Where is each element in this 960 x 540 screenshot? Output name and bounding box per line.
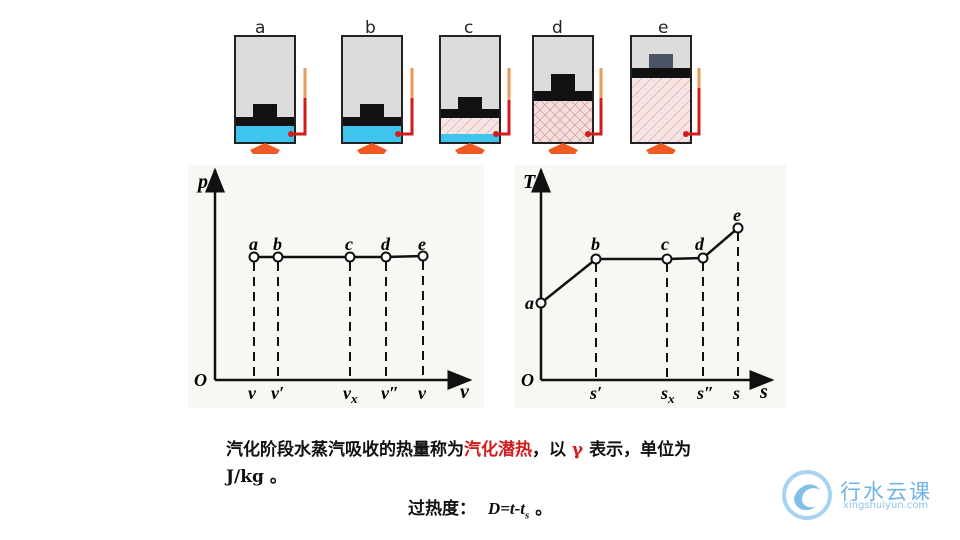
brand-logo-icon: [782, 470, 832, 520]
ts-tick-sx-sub: x: [667, 391, 675, 406]
ts-label-e: e: [733, 205, 741, 225]
ts-tick-sx: sx: [660, 383, 675, 406]
cylinder-label-e: e: [658, 18, 669, 38]
latent-heat-unit: J/kg 。: [226, 467, 287, 487]
pv-label-a: a: [249, 234, 258, 254]
cylinder-c: [439, 35, 511, 154]
ts-point-d: [697, 252, 709, 264]
pv-point-c: [344, 251, 356, 263]
pv-point-e: [417, 250, 429, 262]
superheat-label: 过热度：: [408, 499, 476, 519]
ts-diagram-background: [514, 165, 786, 408]
ts-y-axis-label: T: [523, 171, 536, 193]
pv-label-b: b: [273, 234, 282, 254]
brand-logo-url: xingshuiyun.com: [843, 500, 929, 511]
ts-origin-label: O: [521, 370, 534, 390]
ts-tick-s-double-prime: s″: [696, 383, 714, 403]
ts-tick-s-end: s: [732, 383, 740, 403]
cylinder-a: [234, 35, 307, 154]
pv-tick-v-end: v: [418, 383, 427, 403]
diagrams-svg: p O v a b c d e v v′ vx v″ v T O s a b c…: [194, 167, 775, 406]
pv-tick-v-double-prime: v″: [381, 383, 399, 403]
pv-y-axis-label: p: [196, 171, 208, 193]
latent-heat-text-b: ，以: [532, 440, 572, 460]
ts-label-c: c: [661, 234, 669, 254]
superheat-formula-sub: s: [525, 509, 530, 522]
ts-label-d: d: [695, 234, 705, 254]
ts-tick-s-prime: s′: [589, 383, 602, 403]
pv-label-d: d: [381, 234, 391, 254]
ts-point-a: [535, 297, 547, 309]
pv-origin-label: O: [194, 370, 207, 390]
cylinder-e: [630, 35, 701, 154]
cylinder-label-a: a: [255, 18, 266, 38]
latent-heat-highlight: 汽化潜热: [464, 440, 532, 460]
cylinder-label-c: c: [464, 18, 474, 38]
latent-heat-text-c: 表示，单位为: [583, 440, 692, 460]
gamma-symbol: γ: [571, 440, 584, 460]
pv-tick-v: v: [248, 383, 257, 403]
cylinder-label-b: b: [365, 18, 376, 38]
pv-label-e: e: [418, 234, 426, 254]
latent-heat-sentence: 汽化阶段水蒸汽吸收的热量称为汽化潜热，以 γ 表示，单位为: [226, 435, 691, 460]
ts-label-a: a: [525, 293, 534, 313]
superheat-formula-main: D=t-t: [487, 499, 525, 518]
pv-point-b: [272, 251, 284, 263]
ts-point-b: [590, 253, 602, 265]
ts-point-c: [661, 253, 673, 265]
ts-point-e: [732, 222, 744, 234]
pv-x-axis-label: v: [460, 381, 470, 403]
brand-logo-title: 行水云课: [840, 480, 932, 504]
pv-tick-v-prime: v′: [271, 383, 284, 403]
cylinder-b: [341, 35, 414, 154]
ts-label-b: b: [591, 234, 600, 254]
superheat-formula: 过热度： D=t-ts 。: [408, 494, 552, 521]
pv-tick-vx-sub: x: [350, 391, 358, 406]
pv-point-a: [248, 251, 260, 263]
latent-heat-text-a: 汽化阶段水蒸汽吸收的热量称为: [226, 440, 464, 460]
cylinder-d: [532, 35, 603, 154]
pv-diagram-background: [188, 165, 484, 408]
superheat-formula-end: 。: [529, 499, 553, 519]
ts-process-line: [540, 227, 739, 304]
pv-label-c: c: [345, 234, 353, 254]
pv-tick-vx: vx: [343, 383, 358, 406]
ts-tick-sx-main: s: [660, 383, 668, 403]
pv-point-d: [380, 251, 392, 263]
cylinders-illustration: [234, 35, 701, 154]
ts-x-axis-label: s: [759, 381, 768, 403]
cylinder-label-d: d: [552, 18, 563, 38]
pv-tick-vx-main: v: [343, 383, 352, 403]
